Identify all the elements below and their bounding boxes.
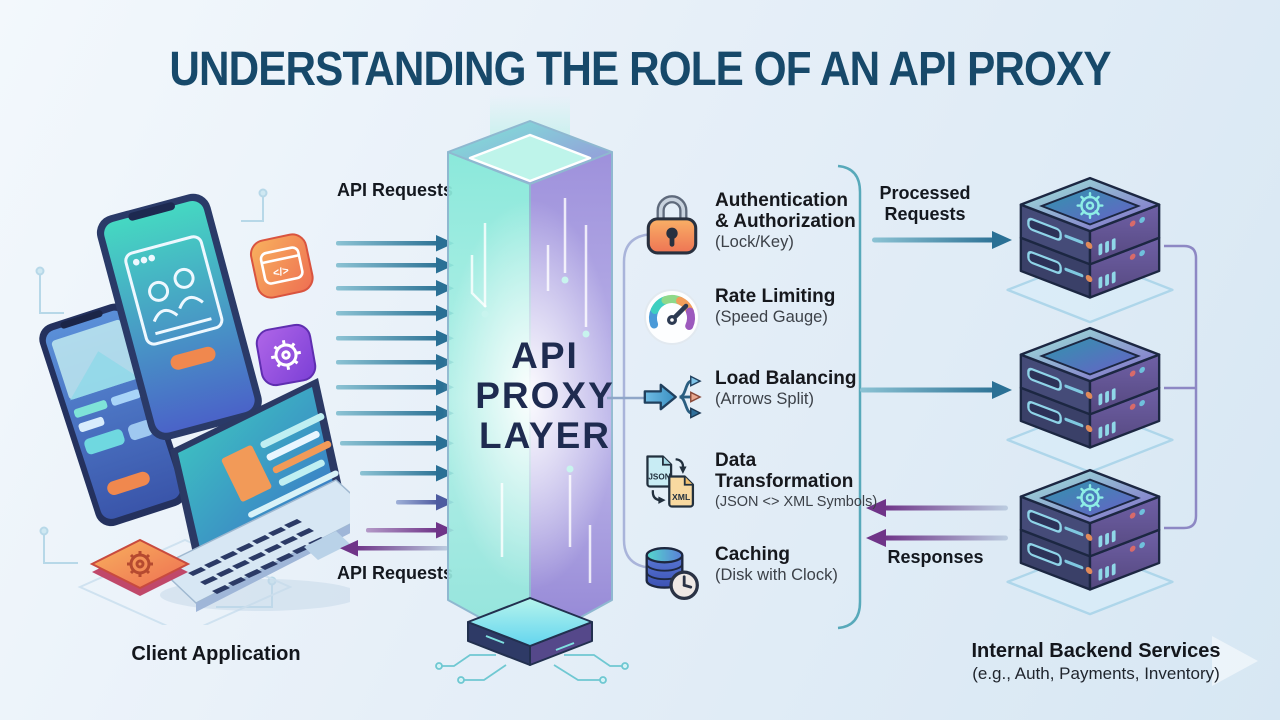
api-proxy-layer-label: API PROXY LAYER <box>475 335 615 456</box>
feature-authentication: Authentication & Authorization (Lock/Key… <box>642 190 856 256</box>
request-arrows-right <box>336 235 454 539</box>
user-icon <box>173 267 195 289</box>
code-icon: </> <box>272 265 290 280</box>
gear-app-tile <box>255 323 317 387</box>
json-file-label: JSON <box>648 472 670 481</box>
code-app-tile: </> <box>249 233 314 299</box>
laptop <box>156 378 350 612</box>
phone-left <box>39 303 187 527</box>
trackpad <box>304 531 350 560</box>
backend-server-2 <box>1000 326 1180 478</box>
disk-clock-icon <box>645 547 699 601</box>
response-arrows <box>866 499 1008 547</box>
split-arrows-icon <box>643 375 702 419</box>
feature-rate-limiting: Rate Limiting (Speed Gauge) <box>642 286 835 346</box>
client-application-label: Client Application <box>131 643 301 665</box>
api-proxy-tower <box>435 95 629 684</box>
browser-card <box>124 235 224 346</box>
gear-tile-isometric <box>89 538 191 596</box>
backend-server-1 <box>1000 176 1180 328</box>
api-request-arrows <box>336 235 454 557</box>
backend-services-label: Internal Backend Services <box>971 640 1221 662</box>
lock-icon <box>646 195 698 255</box>
api-requests-label-bottom: API Requests <box>336 563 454 583</box>
processed-request-arrows <box>860 231 1012 399</box>
page-title: UNDERSTANDING THE ROLE OF AN API PROXY <box>169 43 1111 96</box>
user-icon <box>148 280 170 302</box>
tower-base <box>467 597 593 666</box>
tower-top-glow <box>468 133 592 183</box>
gear-icon <box>127 551 153 577</box>
phone-center <box>96 193 262 441</box>
processed-requests-label: Processed Requests <box>879 183 971 224</box>
speed-gauge-icon <box>644 289 700 345</box>
responses-label: Responses <box>887 547 984 567</box>
backend-services-sublabel: (e.g., Auth, Payments, Inventory) <box>972 664 1220 683</box>
gear-icon <box>270 339 302 371</box>
feature-data-transformation: JSON XML Data Transformation (JSON <> XM… <box>642 450 877 514</box>
feature-load-balancing: Load Balancing (Arrows Split) <box>642 368 856 426</box>
tower-circuits <box>470 198 592 583</box>
feature-caching: Caching (Disk with Clock) <box>642 544 838 604</box>
json-xml-icon: JSON XML <box>646 455 695 508</box>
api-requests-label-top: API Requests <box>336 180 454 200</box>
backend-server-3 <box>1000 468 1180 620</box>
client-devices-illustration: </> <box>35 188 350 625</box>
request-arrow-left <box>340 540 448 557</box>
xml-file-label: XML <box>672 492 690 502</box>
base-circuits <box>435 654 629 684</box>
